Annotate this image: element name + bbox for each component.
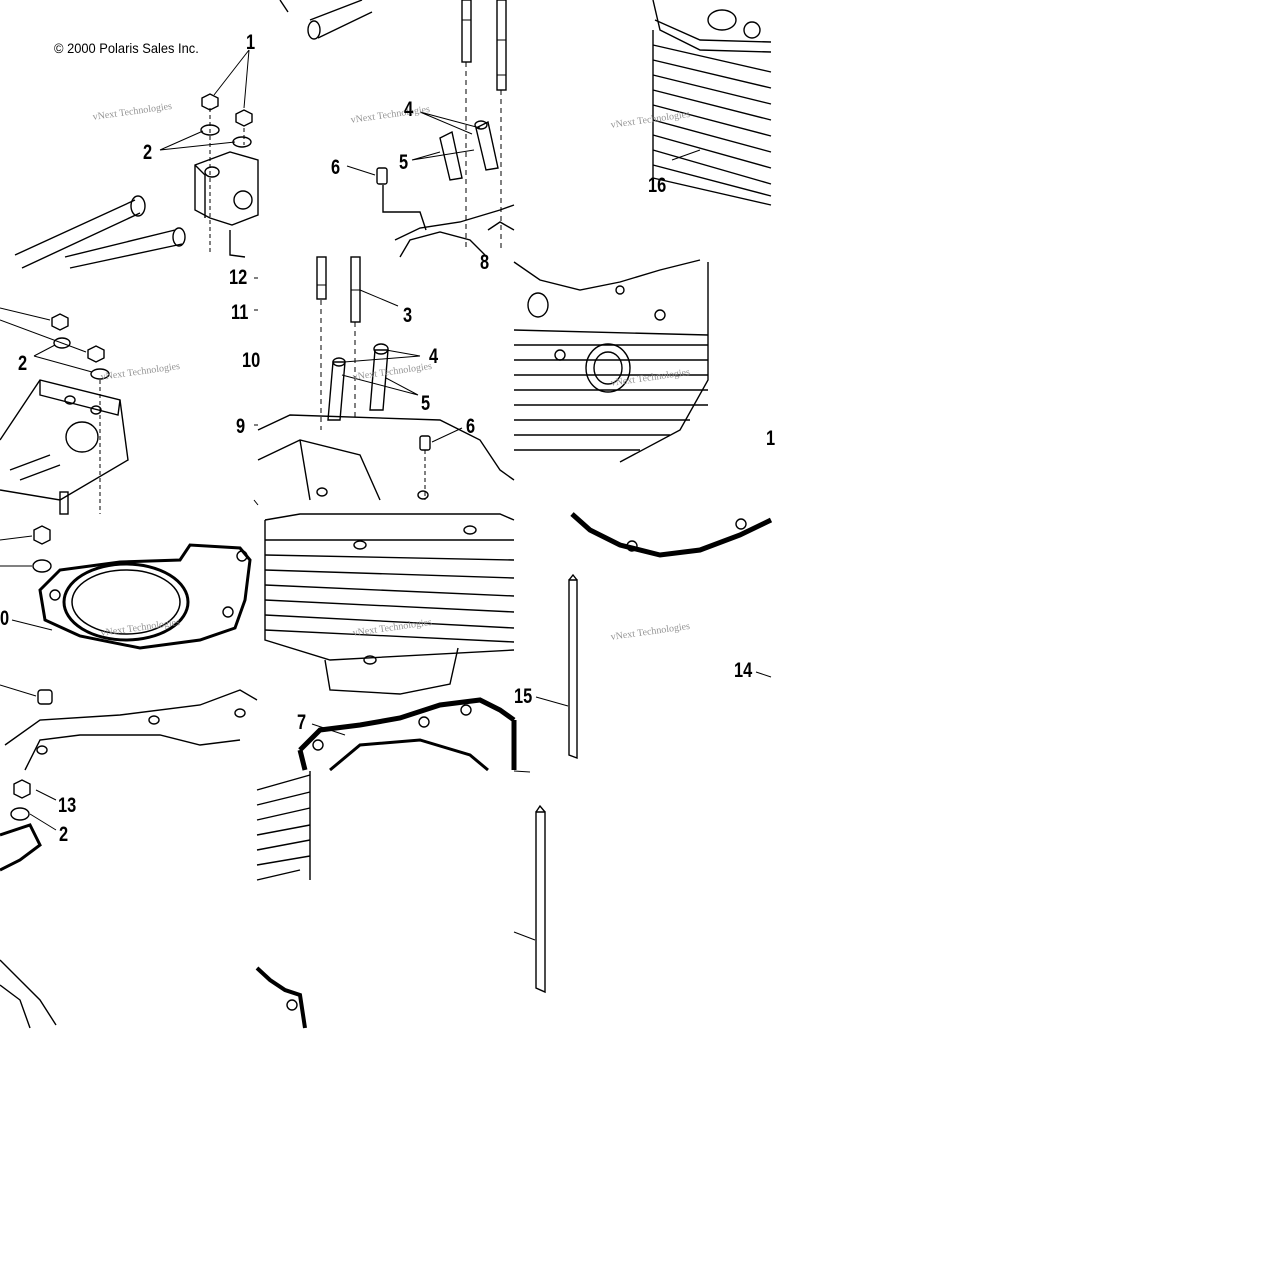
part-label: 4	[429, 345, 439, 368]
part-label: 7	[297, 711, 307, 734]
rocker-box-illustration-middle	[0, 277, 259, 515]
part-label: 1	[766, 427, 776, 450]
part-label: 0	[0, 607, 10, 630]
part-label: 5	[421, 392, 431, 415]
part-label: 6	[466, 415, 476, 438]
part-label: 2	[59, 823, 69, 846]
part-label: 3	[403, 304, 413, 327]
copyright-notice: © 2000 Polaris Sales Inc.	[54, 40, 199, 56]
nut-washer-illustration	[0, 779, 57, 1029]
cylinder-head-illustration-middle	[513, 259, 709, 463]
part-label: 9	[236, 415, 246, 438]
part-label: 6	[331, 156, 341, 179]
stud-illustration	[535, 512, 773, 760]
part-label: 13	[58, 794, 77, 817]
part-label: 11	[231, 301, 249, 324]
part-label: 2	[143, 141, 153, 164]
part-label: 12	[229, 266, 248, 289]
stud-illustration-lower	[513, 770, 546, 994]
part-label: 16	[648, 174, 667, 197]
cylinder-head-illustration-top	[652, 0, 772, 206]
part-label: 10	[242, 349, 261, 372]
part-label: 15	[514, 685, 533, 708]
part-label: 4	[404, 98, 414, 121]
part-label: 14	[734, 659, 753, 682]
part-label: 2	[18, 352, 28, 375]
pushrod-tube-illustration-top	[279, 0, 515, 258]
cylinder-top-illustration	[257, 256, 515, 501]
cylinder-fins-lower-illustration	[255, 771, 311, 1029]
rocker-box-illustration-top	[14, 49, 259, 269]
part-label: 8	[480, 251, 490, 274]
cylinder-illustration	[264, 513, 517, 772]
base-gasket-illustration	[0, 525, 258, 771]
part-label: 1	[246, 31, 256, 54]
part-label: 5	[399, 151, 409, 174]
